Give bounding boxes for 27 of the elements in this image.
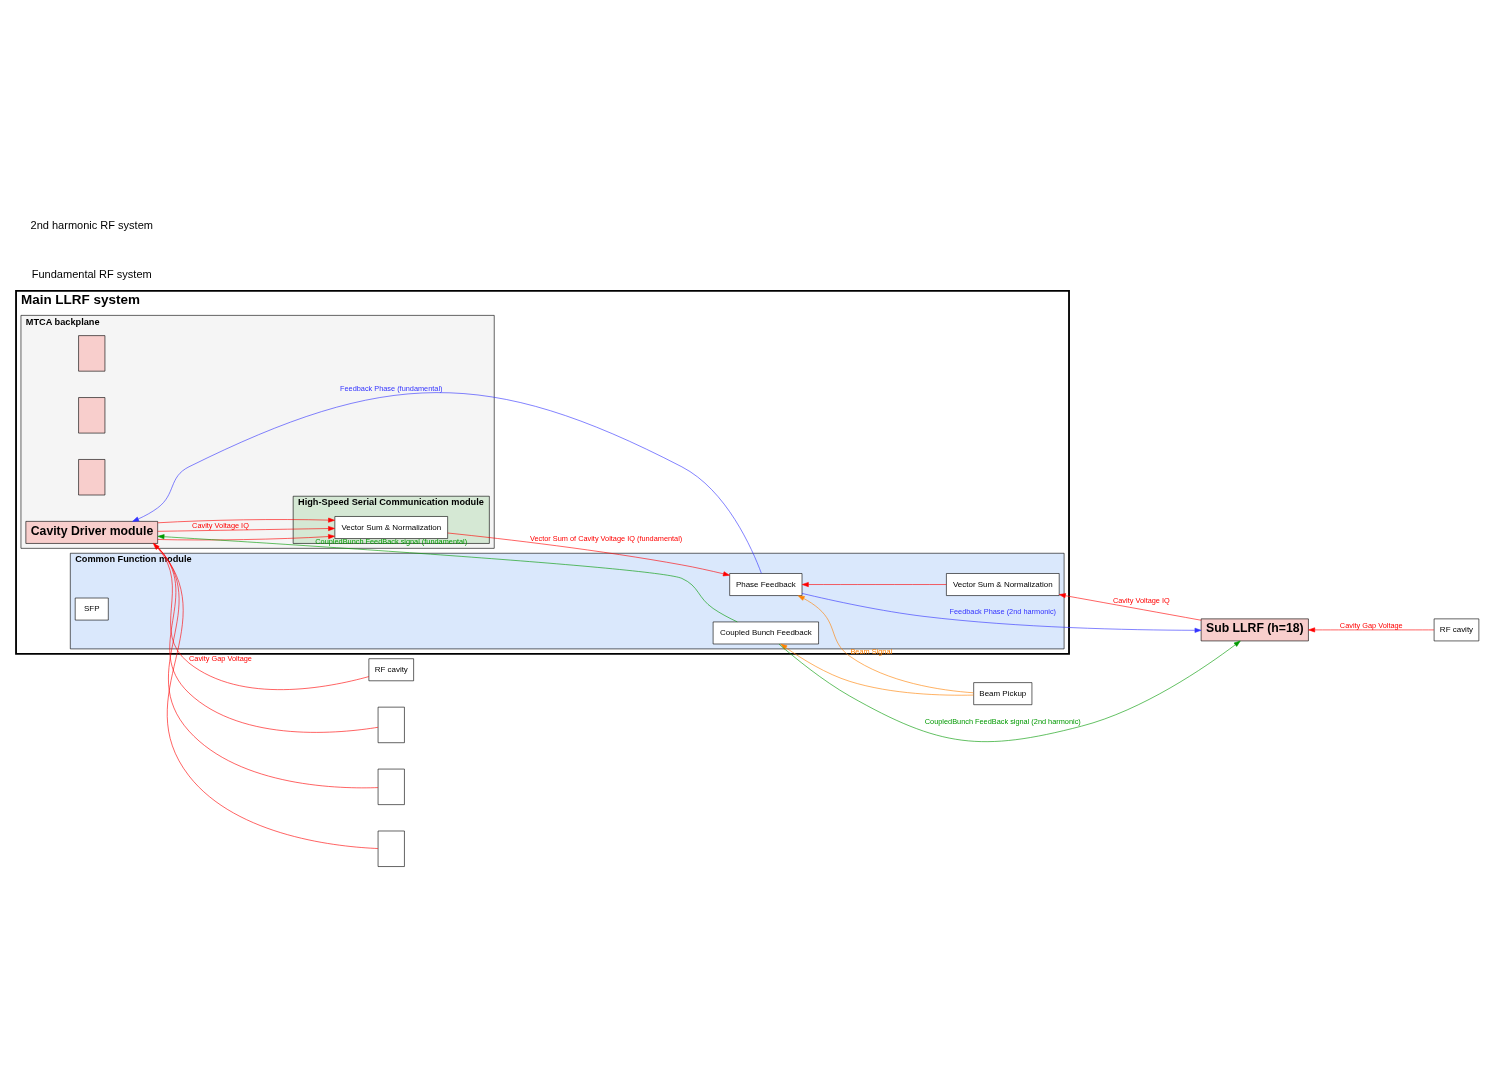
node-box [377,830,405,867]
node-box [377,706,405,743]
arrow [780,643,974,696]
connector [153,543,379,789]
label: Fundamental RF system [31,267,152,280]
connector [153,543,379,849]
arrow [157,534,738,623]
node-box: Sub LLRF (h=18) [1200,618,1309,642]
node-box [78,397,106,434]
arrow [157,517,335,524]
arrow [801,593,1202,633]
node-box: Cavity Driver module [25,521,158,544]
arrow [157,526,335,532]
arrow [1058,593,1202,621]
node-box [78,459,106,496]
arrow [447,532,730,577]
arrow [1308,627,1435,633]
arrow [132,392,762,574]
arrow [797,595,974,694]
arrow [153,543,370,690]
connector [153,543,379,733]
label: 2nd harmonic RF system [30,219,153,232]
arrow [801,582,947,587]
node-box [78,335,106,372]
arrow [778,640,1241,742]
node-box [377,768,405,805]
arrow [157,534,335,541]
